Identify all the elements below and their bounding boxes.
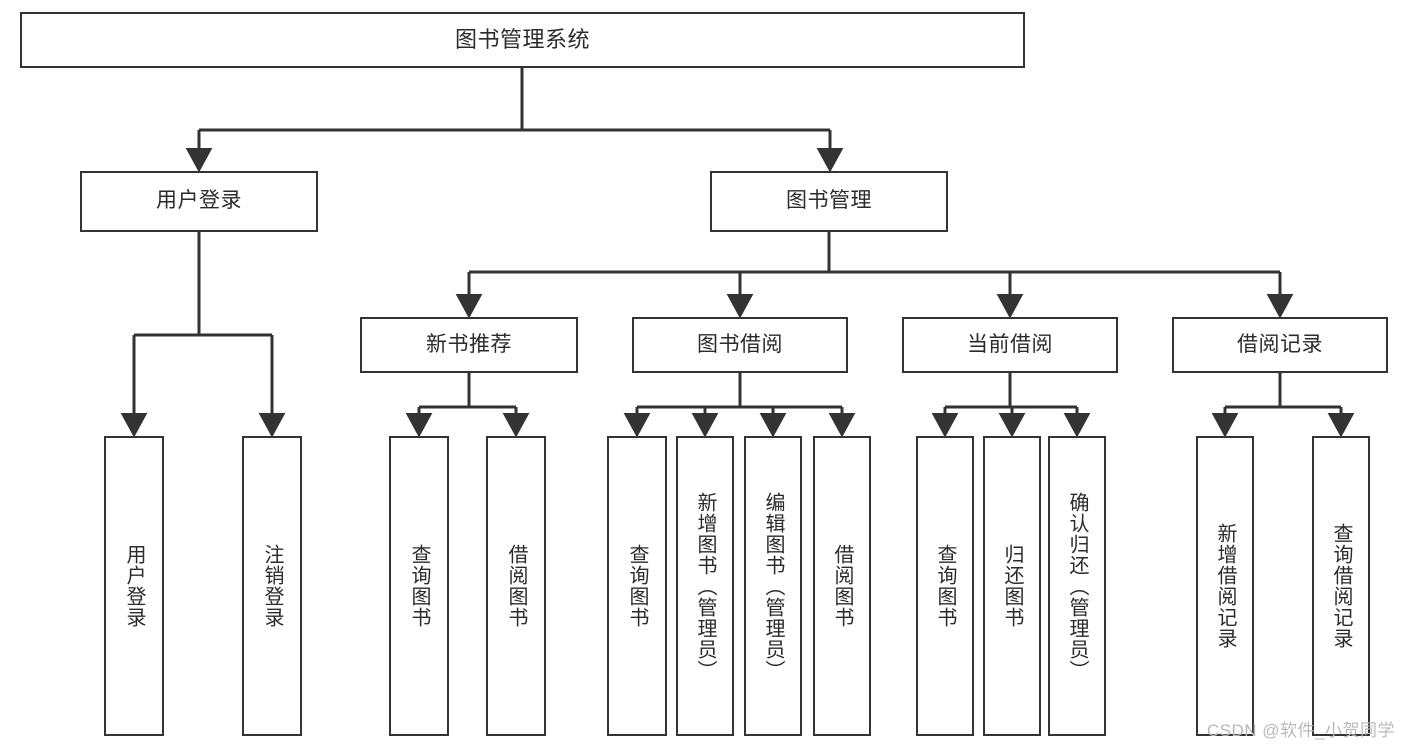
node-leaf-query-book-current[interactable]: 查询图书 [916,436,974,736]
node-label: 图书管理 [786,189,872,213]
node-leaf-borrow-book-recommendation[interactable]: 借阅图书 [486,436,546,736]
node-label: 查询图书 [626,544,648,628]
node-label: 新增图书（管理员） [694,491,716,681]
node-label: 查询图书 [934,544,956,628]
node-label: 当前借阅 [967,332,1053,356]
node-leaf-query-book-borrow[interactable]: 查询图书 [607,436,667,736]
node-label: 图书借阅 [697,332,783,356]
node-new-book-recommendation[interactable]: 新书推荐 [360,317,578,373]
node-book-management[interactable]: 图书管理 [710,171,948,232]
node-leaf-edit-book-admin[interactable]: 编辑图书（管理员） [744,436,802,736]
node-borrow-record[interactable]: 借阅记录 [1172,317,1388,373]
node-label: 注销登录 [261,544,283,628]
watermark-text: CSDN @软件_小贺同学 [1206,721,1395,740]
node-leaf-return-book[interactable]: 归还图书 [983,436,1041,736]
node-leaf-confirm-return-admin[interactable]: 确认归还（管理员） [1048,436,1106,736]
node-label: 查询图书 [408,544,430,628]
node-leaf-user-login[interactable]: 用户登录 [104,436,164,736]
node-current-borrow[interactable]: 当前借阅 [902,317,1118,373]
node-label: 新书推荐 [426,332,512,356]
node-label: 确认归还（管理员） [1066,491,1088,681]
node-label: 编辑图书（管理员） [762,491,784,681]
node-root-system[interactable]: 图书管理系统 [20,12,1025,68]
node-label: 查询借阅记录 [1330,523,1352,649]
node-label: 归还图书 [1001,544,1023,628]
node-leaf-add-book-admin[interactable]: 新增图书（管理员） [676,436,734,736]
node-label: 新增借阅记录 [1214,523,1236,649]
node-leaf-query-borrow-record[interactable]: 查询借阅记录 [1312,436,1370,736]
node-leaf-borrow-book[interactable]: 借阅图书 [813,436,871,736]
node-leaf-logout[interactable]: 注销登录 [242,436,302,736]
node-leaf-add-borrow-record[interactable]: 新增借阅记录 [1196,436,1254,736]
node-label: 图书管理系统 [454,27,590,53]
node-user-login[interactable]: 用户登录 [80,171,318,232]
node-leaf-query-book-recommendation[interactable]: 查询图书 [389,436,449,736]
node-label: 借阅记录 [1237,332,1323,356]
node-label: 用户登录 [123,544,145,628]
node-label: 借阅图书 [505,544,527,628]
node-label: 借阅图书 [831,544,853,628]
node-book-borrow[interactable]: 图书借阅 [632,317,848,373]
node-label: 用户登录 [156,189,242,213]
